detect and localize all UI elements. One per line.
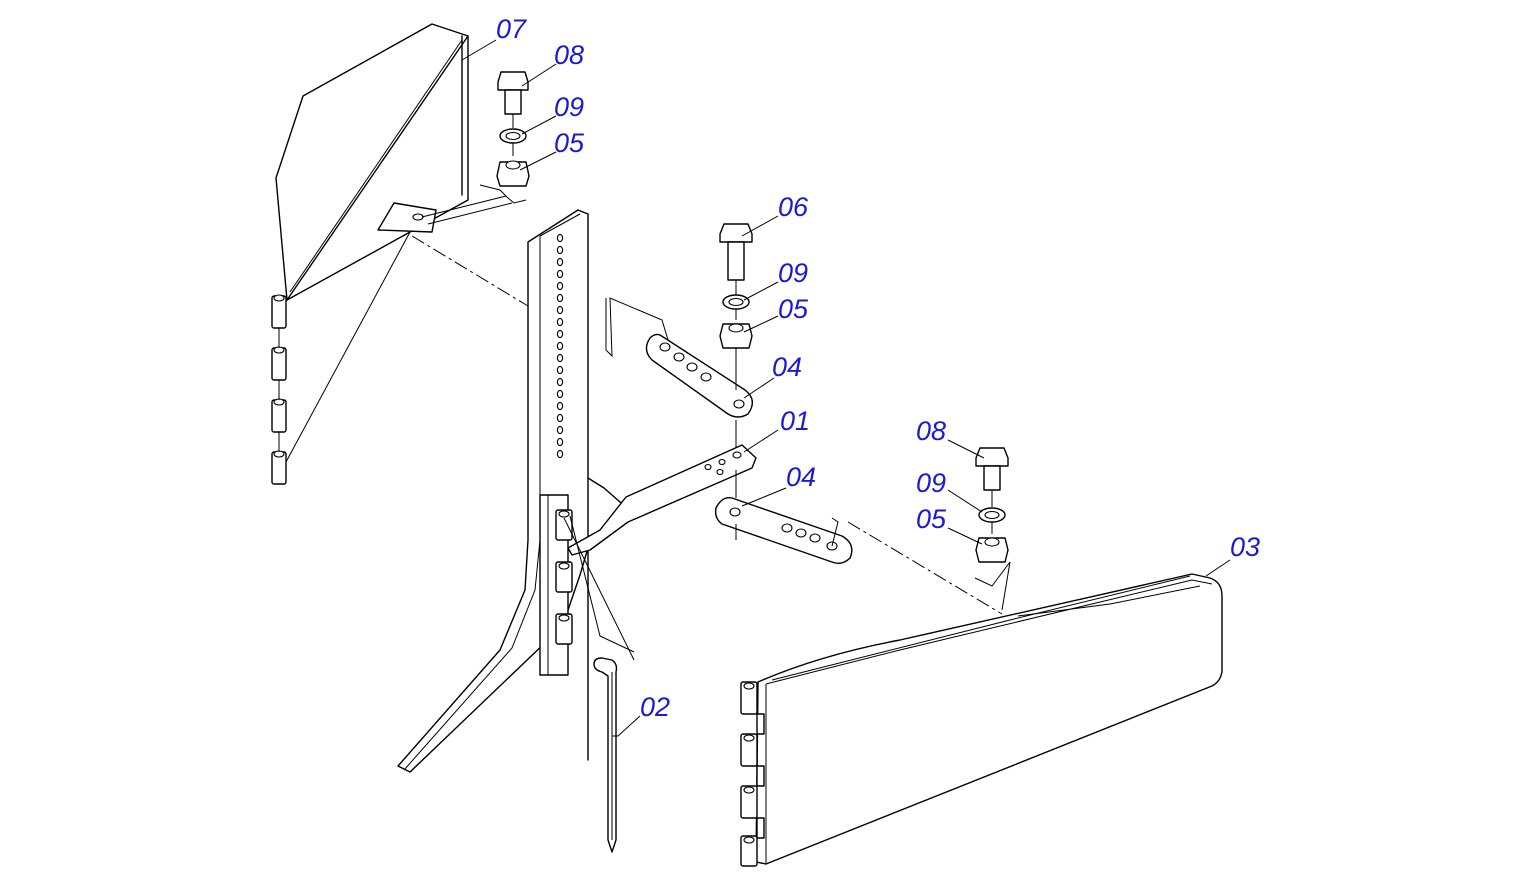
label-02: 02	[640, 692, 670, 722]
label-04-lower: 04	[786, 462, 816, 492]
part-07-hinge-knuckles	[271, 294, 287, 485]
label-03: 03	[1230, 532, 1260, 562]
label-07: 07	[496, 14, 527, 44]
part-03-right-wing	[740, 573, 1223, 867]
part-labels: 07 08 09 05 06 09 05 04 01 04 08 09 05 0…	[496, 14, 1260, 722]
label-05-right: 05	[916, 504, 947, 534]
label-08-top: 08	[554, 40, 584, 70]
bolt-set-middle	[719, 223, 753, 448]
label-09-right: 09	[916, 468, 946, 498]
label-01: 01	[780, 406, 810, 436]
part-02-hinge-pin	[563, 515, 635, 853]
part-07-left-wing	[271, 23, 469, 485]
bolt-set-top	[421, 71, 530, 225]
label-09-top: 09	[554, 92, 584, 122]
label-09-middle: 09	[778, 258, 808, 288]
label-05-middle: 05	[778, 294, 809, 324]
part-03-hinge-knuckles	[740, 681, 765, 867]
shank-holes	[556, 233, 564, 459]
part-04-lower-bar	[714, 470, 853, 565]
leader-lines	[461, 39, 1231, 737]
label-04-upper: 04	[772, 352, 802, 382]
main-shank	[397, 209, 631, 773]
label-08-right: 08	[916, 416, 946, 446]
assembly-centerlines	[411, 235, 1003, 615]
part-04-upper-bar	[605, 297, 753, 418]
bolt-set-right	[974, 447, 1011, 611]
label-05-top: 05	[554, 128, 585, 158]
part-01-brace	[567, 444, 757, 556]
label-06: 06	[778, 192, 809, 222]
